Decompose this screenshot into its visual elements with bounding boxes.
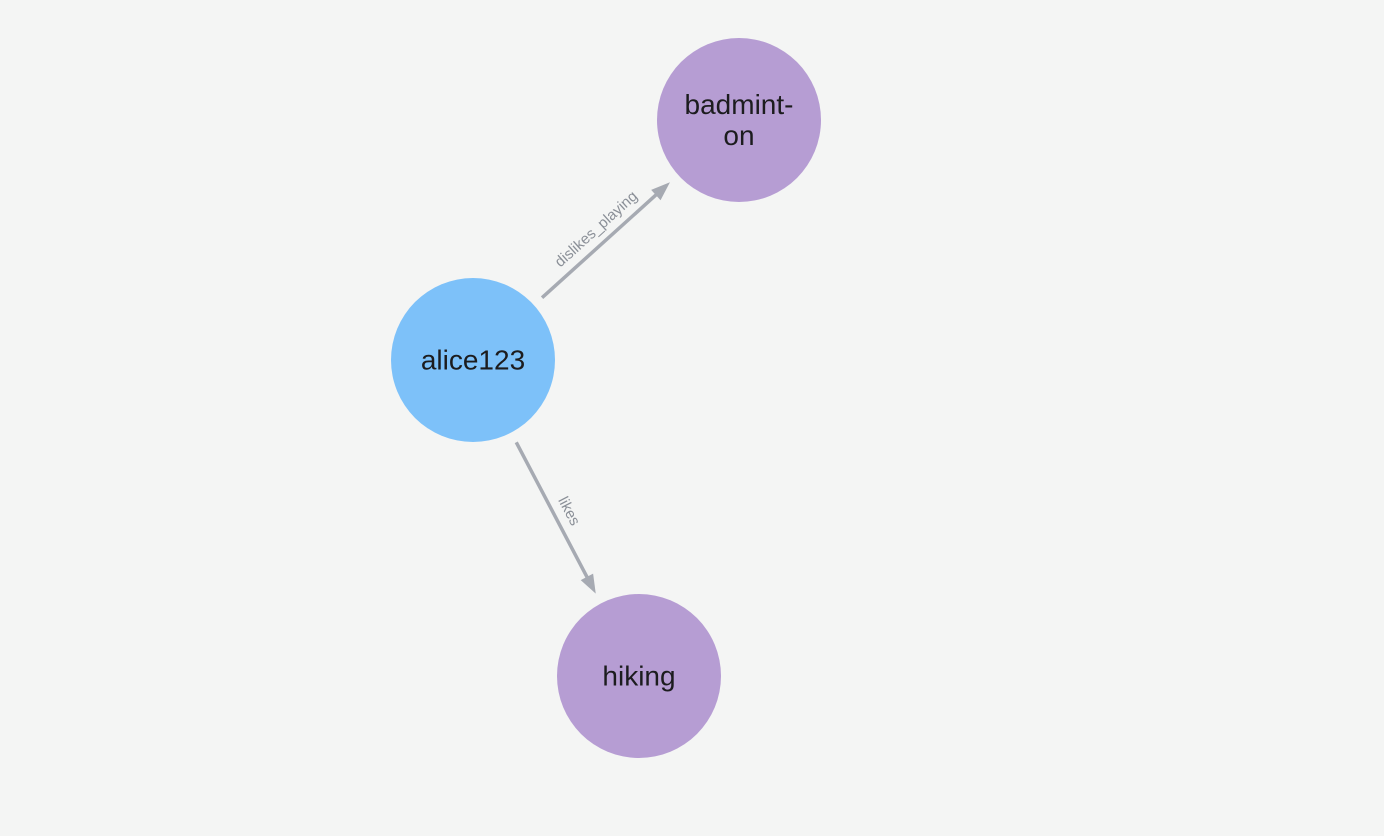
graph-edge-likes[interactable]: likes [514, 441, 596, 594]
edge-arrowhead-icon [651, 182, 670, 201]
edge-label: dislikes_playing [552, 188, 641, 271]
edge-line[interactable] [514, 441, 591, 582]
graph-node-alice123[interactable]: alice123 [391, 278, 555, 442]
edge-line[interactable] [540, 190, 661, 299]
edge-arrowhead-icon [580, 573, 596, 594]
node-circle[interactable] [557, 594, 721, 758]
graph-node-badminton[interactable]: badmint-on [657, 38, 821, 202]
graph-edge-dislikes_playing[interactable]: dislikes_playing [540, 182, 670, 299]
graph-node-hiking[interactable]: hiking [557, 594, 721, 758]
node-circle[interactable] [391, 278, 555, 442]
node-circle[interactable] [657, 38, 821, 202]
